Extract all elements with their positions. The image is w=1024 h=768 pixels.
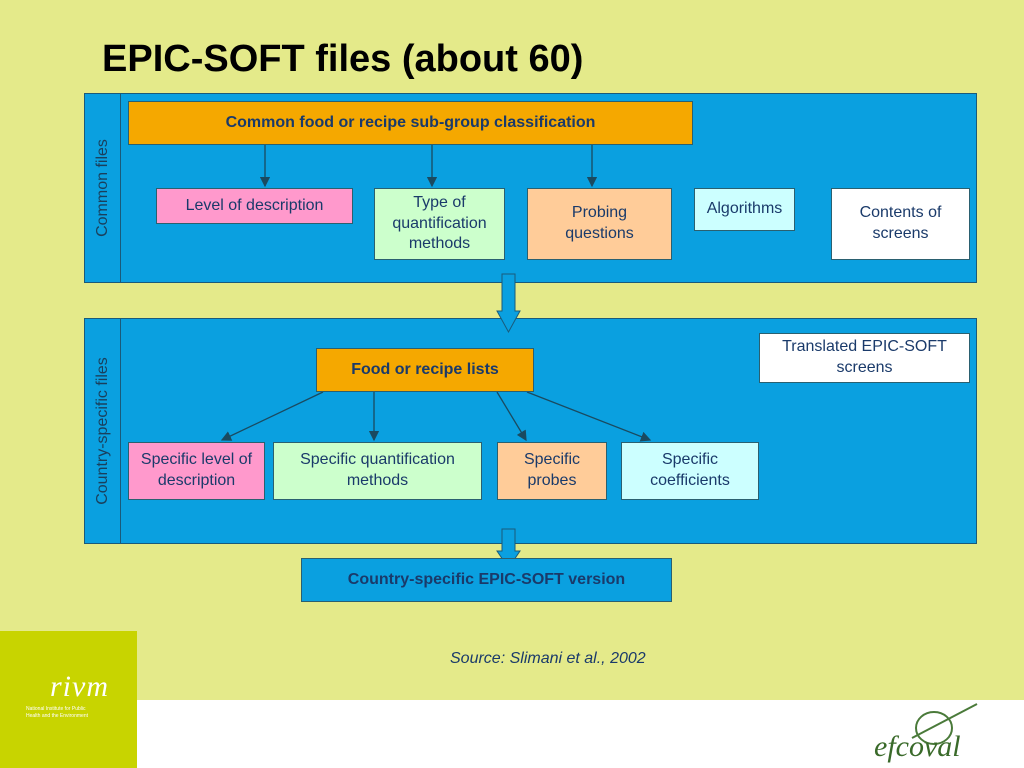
specific-quantification-box: Specific quantification methods — [273, 442, 482, 500]
probing-questions-box: Probing questions — [527, 188, 672, 260]
efcoval-logo: efcoval — [874, 703, 978, 763]
specific-level-box: Specific level of description — [128, 442, 265, 500]
footer-bar — [0, 700, 1024, 768]
slide-title: EPIC-SOFT files (about 60) — [102, 38, 584, 80]
rivm-logo: rivm — [50, 670, 109, 703]
quantification-methods-box: Type of quantification methods — [374, 188, 505, 260]
country-files-label: Country-specific files — [93, 357, 111, 505]
food-recipe-lists-box: Food or recipe lists — [316, 348, 534, 392]
common-files-side: Common files — [85, 94, 121, 282]
algorithms-box: Algorithms — [694, 188, 795, 231]
svg-text:efcoval: efcoval — [874, 730, 961, 763]
contents-of-screens-box: Contents of screens — [831, 188, 970, 260]
common-files-label: Common files — [93, 139, 111, 237]
rivm-logo-block — [0, 631, 137, 768]
common-classification-box: Common food or recipe sub-group classifi… — [128, 101, 693, 145]
rivm-tagline: National Institute for Public Health and… — [26, 706, 88, 719]
specific-probes-box: Specific probes — [497, 442, 607, 500]
country-files-side: Country-specific files — [85, 319, 121, 543]
level-of-description-box: Level of description — [156, 188, 353, 224]
translated-screens-box: Translated EPIC-SOFT screens — [759, 333, 970, 383]
country-version-box: Country-specific EPIC-SOFT version — [301, 558, 672, 602]
specific-coefficients-box: Specific coefficients — [621, 442, 759, 500]
source-citation: Source: Slimani et al., 2002 — [450, 650, 646, 667]
